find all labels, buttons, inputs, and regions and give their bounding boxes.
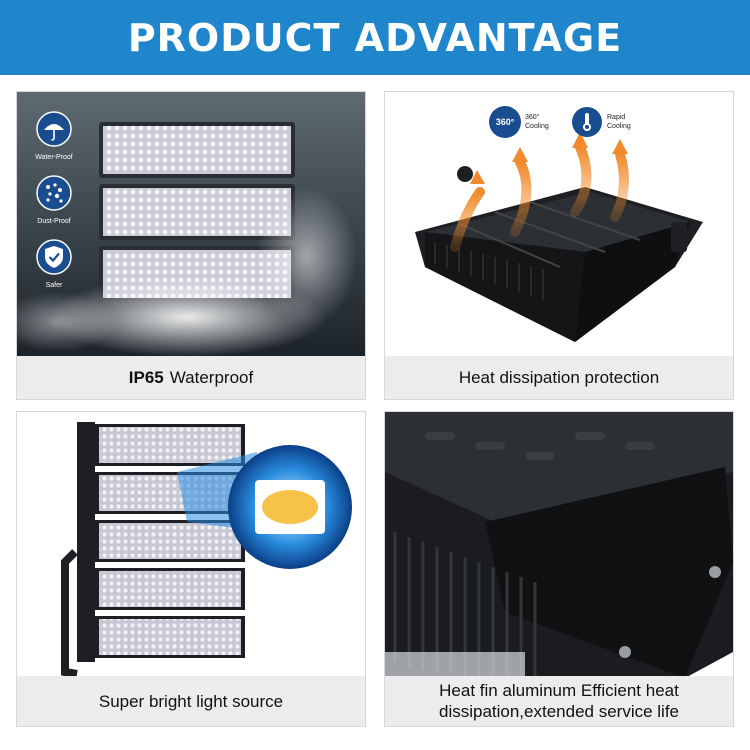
- panel-heat-fin: Heat fin aluminum Efficient heat dissipa…: [384, 411, 734, 727]
- caption-heat-dissipation: Heat dissipation protection: [385, 356, 733, 399]
- caption-heat-fin: Heat fin aluminum Efficient heat dissipa…: [385, 676, 733, 726]
- cooling-rapid-label: Rapid Cooling: [607, 113, 631, 131]
- panel-heat-dissipation: 360° 360° Cooling Rapid Cooling Heat dis…: [384, 91, 734, 400]
- header-banner: PRODUCT ADVANTAGE: [0, 0, 750, 75]
- cooling-rapid: Rapid Cooling: [571, 106, 631, 138]
- badge-label: Safer: [45, 282, 63, 289]
- cooling-360-line2: Cooling: [525, 123, 549, 130]
- cooling-360-line1: 360°: [525, 114, 540, 121]
- caption-text: Waterproof: [169, 368, 254, 387]
- cooling-360-label: 360° Cooling: [525, 113, 549, 131]
- cooling-360-icon: 360°: [489, 106, 521, 138]
- heat-dissipation-image: [385, 92, 733, 358]
- cooling-360: 360° 360° Cooling: [489, 106, 549, 138]
- light-source-image: [17, 412, 365, 678]
- caption-waterproof: IP65 Waterproof: [17, 356, 365, 399]
- thermometer-icon: [572, 107, 602, 137]
- cooling-rapid-line2: Cooling: [607, 123, 631, 130]
- caption-line1: Heat fin aluminum Efficient heat: [439, 681, 679, 700]
- badge-label: Water-Proof: [35, 154, 73, 161]
- cooling-360-icon-text: 360°: [495, 117, 515, 127]
- badge-dust-proof: Dust-Proof: [29, 174, 79, 225]
- badge-water-proof: Water-Proof: [29, 110, 79, 161]
- waterproof-image: [17, 92, 365, 358]
- umbrella-rain-icon: [36, 111, 72, 147]
- panel-waterproof: Water-Proof Dust-Proof Safer IP65 Waterp…: [16, 91, 366, 400]
- shield-check-icon: [36, 239, 72, 275]
- caption-line2: dissipation,extended service life: [438, 702, 680, 721]
- cooling-rapid-line1: Rapid: [607, 114, 626, 121]
- caption-light-source: Super bright light source: [17, 676, 365, 726]
- caption-rating: IP65: [128, 368, 164, 387]
- badge-safer: Safer: [29, 238, 79, 289]
- dust-particles-icon: [36, 175, 72, 211]
- heat-fin-image: [385, 412, 733, 678]
- badge-label: Dust-Proof: [37, 218, 71, 225]
- floodlight-front: [61, 422, 245, 678]
- page-title: PRODUCT ADVANTAGE: [127, 15, 623, 60]
- panel-light-source: Super bright light source: [16, 411, 366, 727]
